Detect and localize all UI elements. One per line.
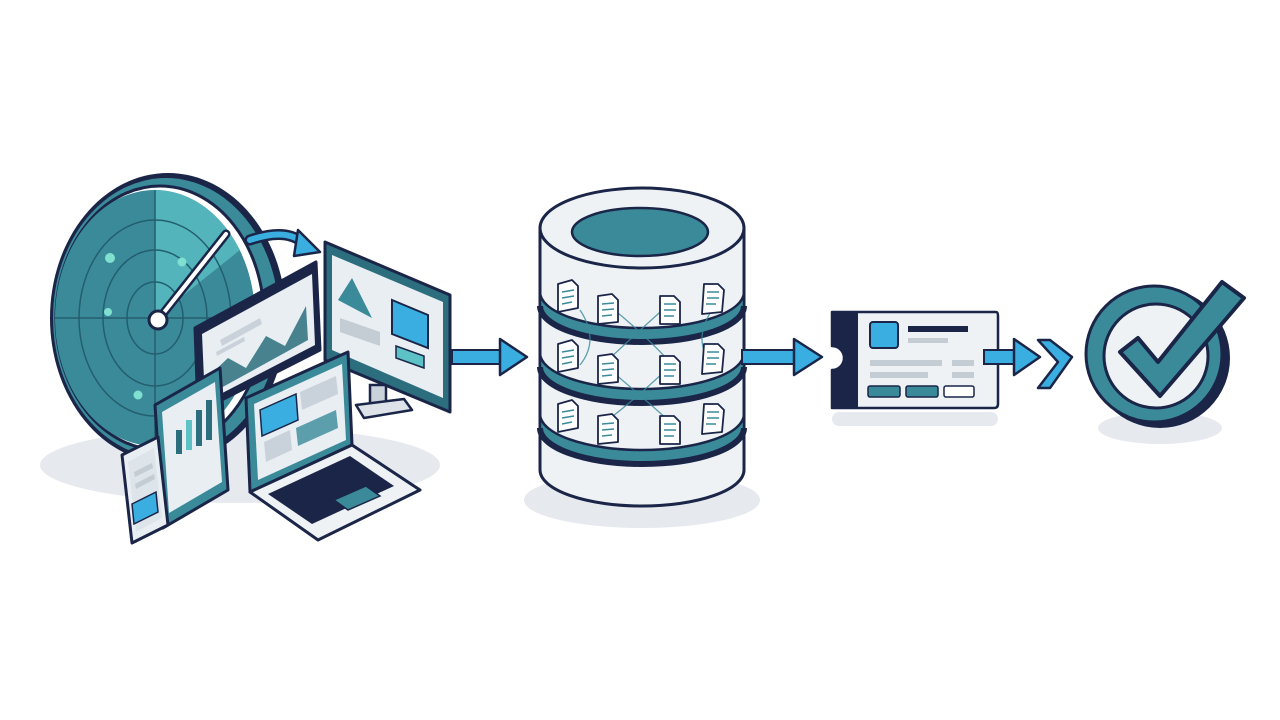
document-icon: [701, 403, 725, 435]
laptop-icon: [244, 350, 422, 542]
tablet-icon: [153, 366, 230, 530]
document-icon: [701, 343, 725, 375]
flow-arrow-3: [983, 337, 1042, 377]
document-icon: [701, 283, 725, 315]
document-icon: [597, 353, 619, 385]
double-chevron-icon: [1036, 338, 1074, 390]
document-icon: [597, 413, 619, 445]
smartphone-icon: [120, 435, 170, 545]
chart-monitor-icon: [193, 260, 322, 414]
document-icon: [557, 279, 579, 313]
monitor-stand: [354, 383, 414, 420]
document-icon: [557, 399, 579, 433]
document-icon: [659, 355, 681, 385]
document-icon: [659, 415, 681, 445]
desktop-monitor-icon: [323, 240, 452, 414]
checkmark-circle-icon: [1084, 280, 1246, 444]
database-icon: [524, 186, 760, 528]
flow-arrow-1: [451, 337, 529, 377]
curved-arrow-icon: [244, 228, 322, 258]
sources-group: [40, 173, 452, 545]
ticket-card-icon: [830, 310, 1000, 426]
document-icon: [557, 339, 579, 373]
document-icon: [659, 295, 681, 325]
flow-arrow-2: [741, 337, 824, 377]
document-icon: [597, 293, 619, 325]
